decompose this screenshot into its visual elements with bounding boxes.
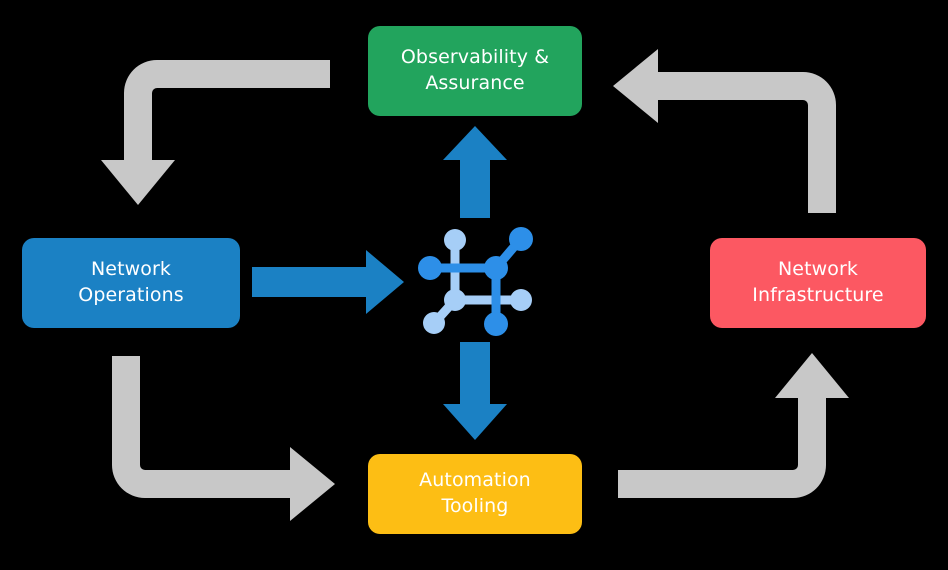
arrow-network-infrastructure-to-observability [613,49,836,213]
node-box-network-infrastructure[interactable]: Network Infrastructure [710,238,926,328]
arrow-center-to-automation-tooling [443,342,507,440]
arrow-center-to-observability [443,126,507,218]
network-icon-light-nodes [423,229,532,334]
arrow-network-operations-to-automation-tooling [112,356,335,521]
arrow-observability-to-network-operations [101,60,330,205]
node-box-network-operations[interactable]: Network Operations [22,238,240,328]
node-box-automation-tooling[interactable]: Automation Tooling [368,454,582,534]
arrow-network-operations-to-center [252,250,404,314]
network-icon-accent-nodes [418,227,533,336]
network-topology-icon [418,227,533,336]
arrow-automation-tooling-to-network-infrastructure [618,353,849,498]
node-box-observability-assurance[interactable]: Observability & Assurance [368,26,582,116]
